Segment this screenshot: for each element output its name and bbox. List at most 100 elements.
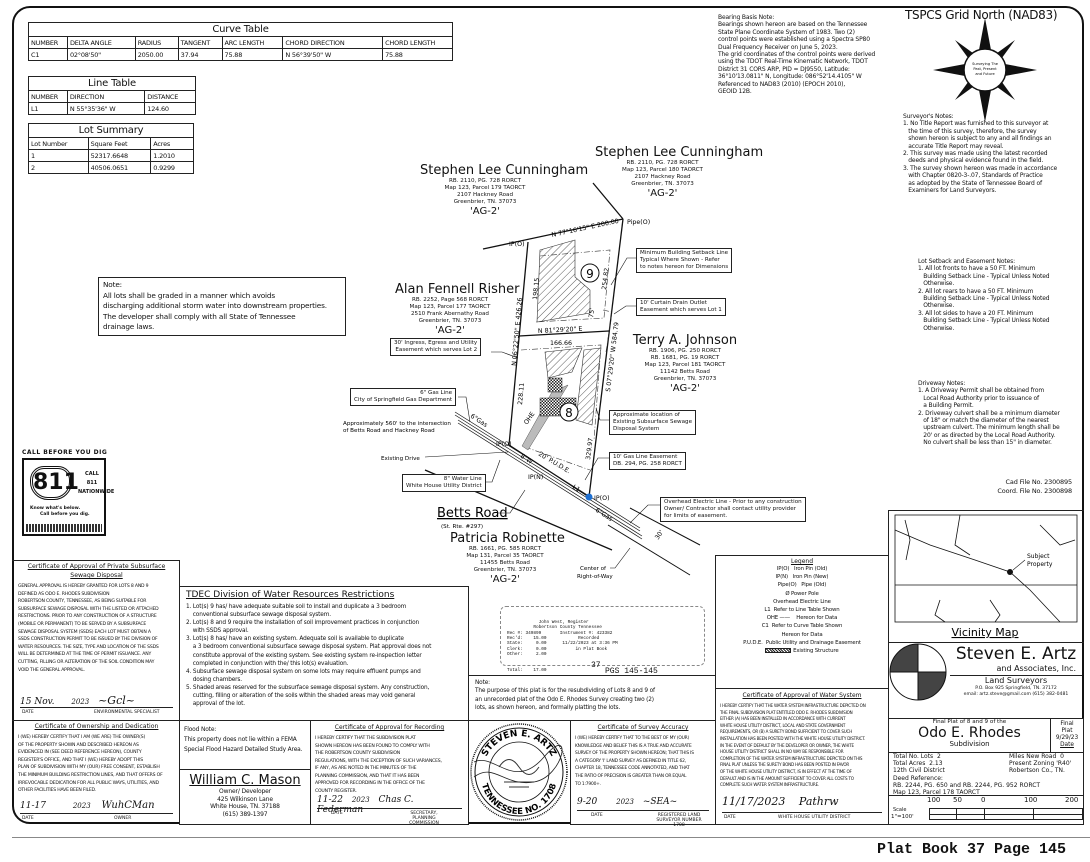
lot-8-marker	[559, 402, 579, 422]
cert-water-system: Certificate of Approval of Water System …	[715, 688, 889, 825]
call-before-you-dig-heading: CALL BEFORE YOU DIG	[22, 449, 108, 456]
text-line: 36°10'13.0811" N, Longitude: 086°52'14.4…	[718, 73, 862, 81]
811-badge: 811	[30, 466, 79, 500]
text-line: All lots shall be graded in a manner whi…	[103, 290, 276, 300]
surveyor-logo-icon	[889, 643, 947, 701]
text-line: 1. Lot(s) 9 has/ have adequate suitable …	[186, 604, 407, 610]
sewage-disposal-area	[575, 347, 602, 426]
owner-name: Terry A. Johnson	[632, 333, 738, 348]
signer-label: WHITE HOUSE UTILITY DISTRICT	[778, 815, 851, 820]
firm-type: Land Surveyors	[950, 675, 1082, 686]
text-line: SEWAGE DISPOSAL SYSTEM (SSDS) EACH LOT M…	[18, 629, 151, 635]
pipe-old-label: Pipe(O)	[627, 219, 650, 226]
text-line: OTHER FACILITIES HAVE BEEN FILED.	[18, 788, 97, 794]
text-line: 3. All lot sides to have a 20 FT. Minimu…	[918, 309, 1034, 317]
text-line: with SSDS approval.	[186, 628, 249, 635]
text-line: Owner/ Contractor shall contact utility …	[664, 506, 796, 512]
text-line: This property does not lie within a FEMA	[184, 737, 297, 743]
stamp-book: 37	[591, 661, 601, 671]
text-line: C1 Refer to Curve Table Shown	[761, 623, 843, 630]
text-line: 30' Ingress, Egress and Utility	[394, 340, 478, 346]
text-line: control points were established using a …	[718, 36, 870, 44]
text-line: A CATEGORY 'I' LAND SURVEY AS DEFINED IN…	[575, 758, 686, 764]
road-route: (St. Rte. #297)	[441, 524, 483, 530]
setback-notes: Lot Setback and Easement Notes:1. All lo…	[918, 258, 1050, 332]
text-line: REQUIREMENTS, OR (B) A SURETY BOND SUFFI…	[720, 729, 853, 735]
utility-lines	[454, 411, 643, 540]
sign-year: 2023	[71, 698, 90, 706]
cert-private-sewage: Certificate of Approval of Private Subsu…	[14, 562, 179, 720]
text-line: State: 0.00 11/22/2023 at 3:36 PM	[507, 641, 618, 647]
text-line: THE ROBERTSON COUNTY SUBDIVISION	[315, 751, 401, 756]
text-line: 8" Water Line	[443, 476, 482, 482]
division-line-bearing: N 81°29'20" E	[538, 325, 583, 335]
zoning: 'AG-2'	[490, 574, 520, 585]
text-line: Greenbrier, TN. 37073	[473, 567, 537, 573]
grading-note: Note:All lots shall be graded in a manne…	[98, 277, 346, 336]
text-line: the time of this survey, therefore, the …	[903, 127, 1037, 135]
text-line: Rec'd: 15.00 Recorded	[507, 636, 600, 642]
lot-8-label: 8	[565, 406, 573, 420]
text-line: Total Acres 2.13	[893, 760, 943, 768]
text-line: IP(O) Iron Pin (Old)	[776, 566, 828, 572]
text-line: a Building Permit.	[918, 402, 974, 410]
text-line: 20' or as directed by the Local Road Aut…	[918, 431, 1055, 439]
signature-line: 11/17/2023 Pathrw	[722, 795, 882, 813]
text-line: 11142 Betts Road	[660, 369, 710, 375]
text-line: 4. Subsurface sewage disposal system on …	[186, 668, 421, 675]
owner-name: Stephen Lee Cunningham	[420, 163, 589, 178]
text-line: VOID THE GENERAL APPROVAL.	[18, 667, 85, 673]
date-label: DATE	[724, 815, 736, 820]
text-line: Minimum Building Setback Line	[640, 250, 729, 256]
table-cell: N 55°35'36" W	[66, 102, 146, 115]
lot-9-label: 9	[586, 267, 594, 281]
text-line: Driveway Notes:	[918, 380, 966, 387]
text-line: Building Setback Line - Typical Unless N…	[918, 317, 1050, 325]
signature-line: 11-22 2023 Chas C. Federman	[317, 795, 462, 815]
text-line: State Plane Coordinate System of 1983. T…	[718, 28, 855, 36]
purpose-note: Note:The purpose of this plat is for the…	[468, 675, 716, 721]
stamp-total: Total: 17.00	[507, 668, 547, 674]
table-cell: 40506.0651	[87, 161, 152, 174]
motto-line: Surveying The	[972, 62, 999, 66]
text-line: Map 123, Parcel 178 TAORCT	[893, 789, 980, 797]
leader-lines	[424, 257, 660, 569]
text-line: deeds and physical evidence found in the…	[903, 157, 1044, 165]
811-line-2: Call before you dig.	[40, 512, 90, 517]
firm-sub: and Associates, Inc.	[996, 664, 1076, 673]
text-line: as adopted by the State of Tennessee Boa…	[903, 179, 1042, 187]
text-line: Otherwise.	[918, 280, 955, 288]
text-line: Present Zoning 'R40'	[1009, 760, 1072, 768]
division-line-distance: 166.66	[550, 340, 572, 347]
text-line: IP(N) Iron Pin (New)	[775, 574, 829, 581]
recording-stamp: John West, Register Robertson County Ten…	[500, 606, 705, 676]
date-label: DATE	[331, 811, 343, 816]
tdec-restrictions: TDEC Division of Water Resources Restric…	[179, 586, 469, 721]
subdivision-name: Odo E. Rhodes	[918, 725, 1021, 741]
text-line: constitute approval of the existing syst…	[186, 652, 422, 659]
text-line: INSTALLATION HAS BEEN POSTED WITH THE WH…	[720, 735, 866, 741]
text-line: Bearings shown hereon are based on the T…	[718, 21, 868, 29]
text-line: District 31 CORS ARP, PID = DJ9550, Lati…	[718, 65, 850, 73]
text-line: RB. 2110, PG. 728 RORCT	[626, 160, 699, 166]
firm-name: Steven E. Artz	[955, 644, 1077, 664]
text-line: upstream culvert. The minimum length sha…	[918, 424, 1060, 432]
text-line: GEOID 12B.	[718, 88, 752, 96]
legend: Legend IP(O) Iron Pin (Old)IP(N) Iron Pi…	[715, 555, 889, 689]
vicinity-map-title: Vicinity Map	[951, 626, 1018, 639]
cert-survey-accuracy: Certificate of Survey Accuracy I (WE) HE…	[570, 720, 716, 828]
signer-label: OWNER	[114, 816, 132, 821]
owner-block-risher: Alan Fennell Risher RB. 2252, Page 568 R…	[395, 282, 519, 337]
legend-structure: Existing Structure	[793, 648, 839, 655]
text-line: Building Setback Line - Typical Unless N…	[918, 272, 1050, 280]
subject-property-marker	[1007, 569, 1013, 575]
date-label: DATE	[591, 813, 603, 818]
existing-structure	[547, 377, 563, 393]
text-line: discharging additional storm water into …	[103, 301, 327, 310]
text-line: WATER RESOURCES. THE SIZE, TYPE AND LOCA…	[18, 644, 159, 650]
